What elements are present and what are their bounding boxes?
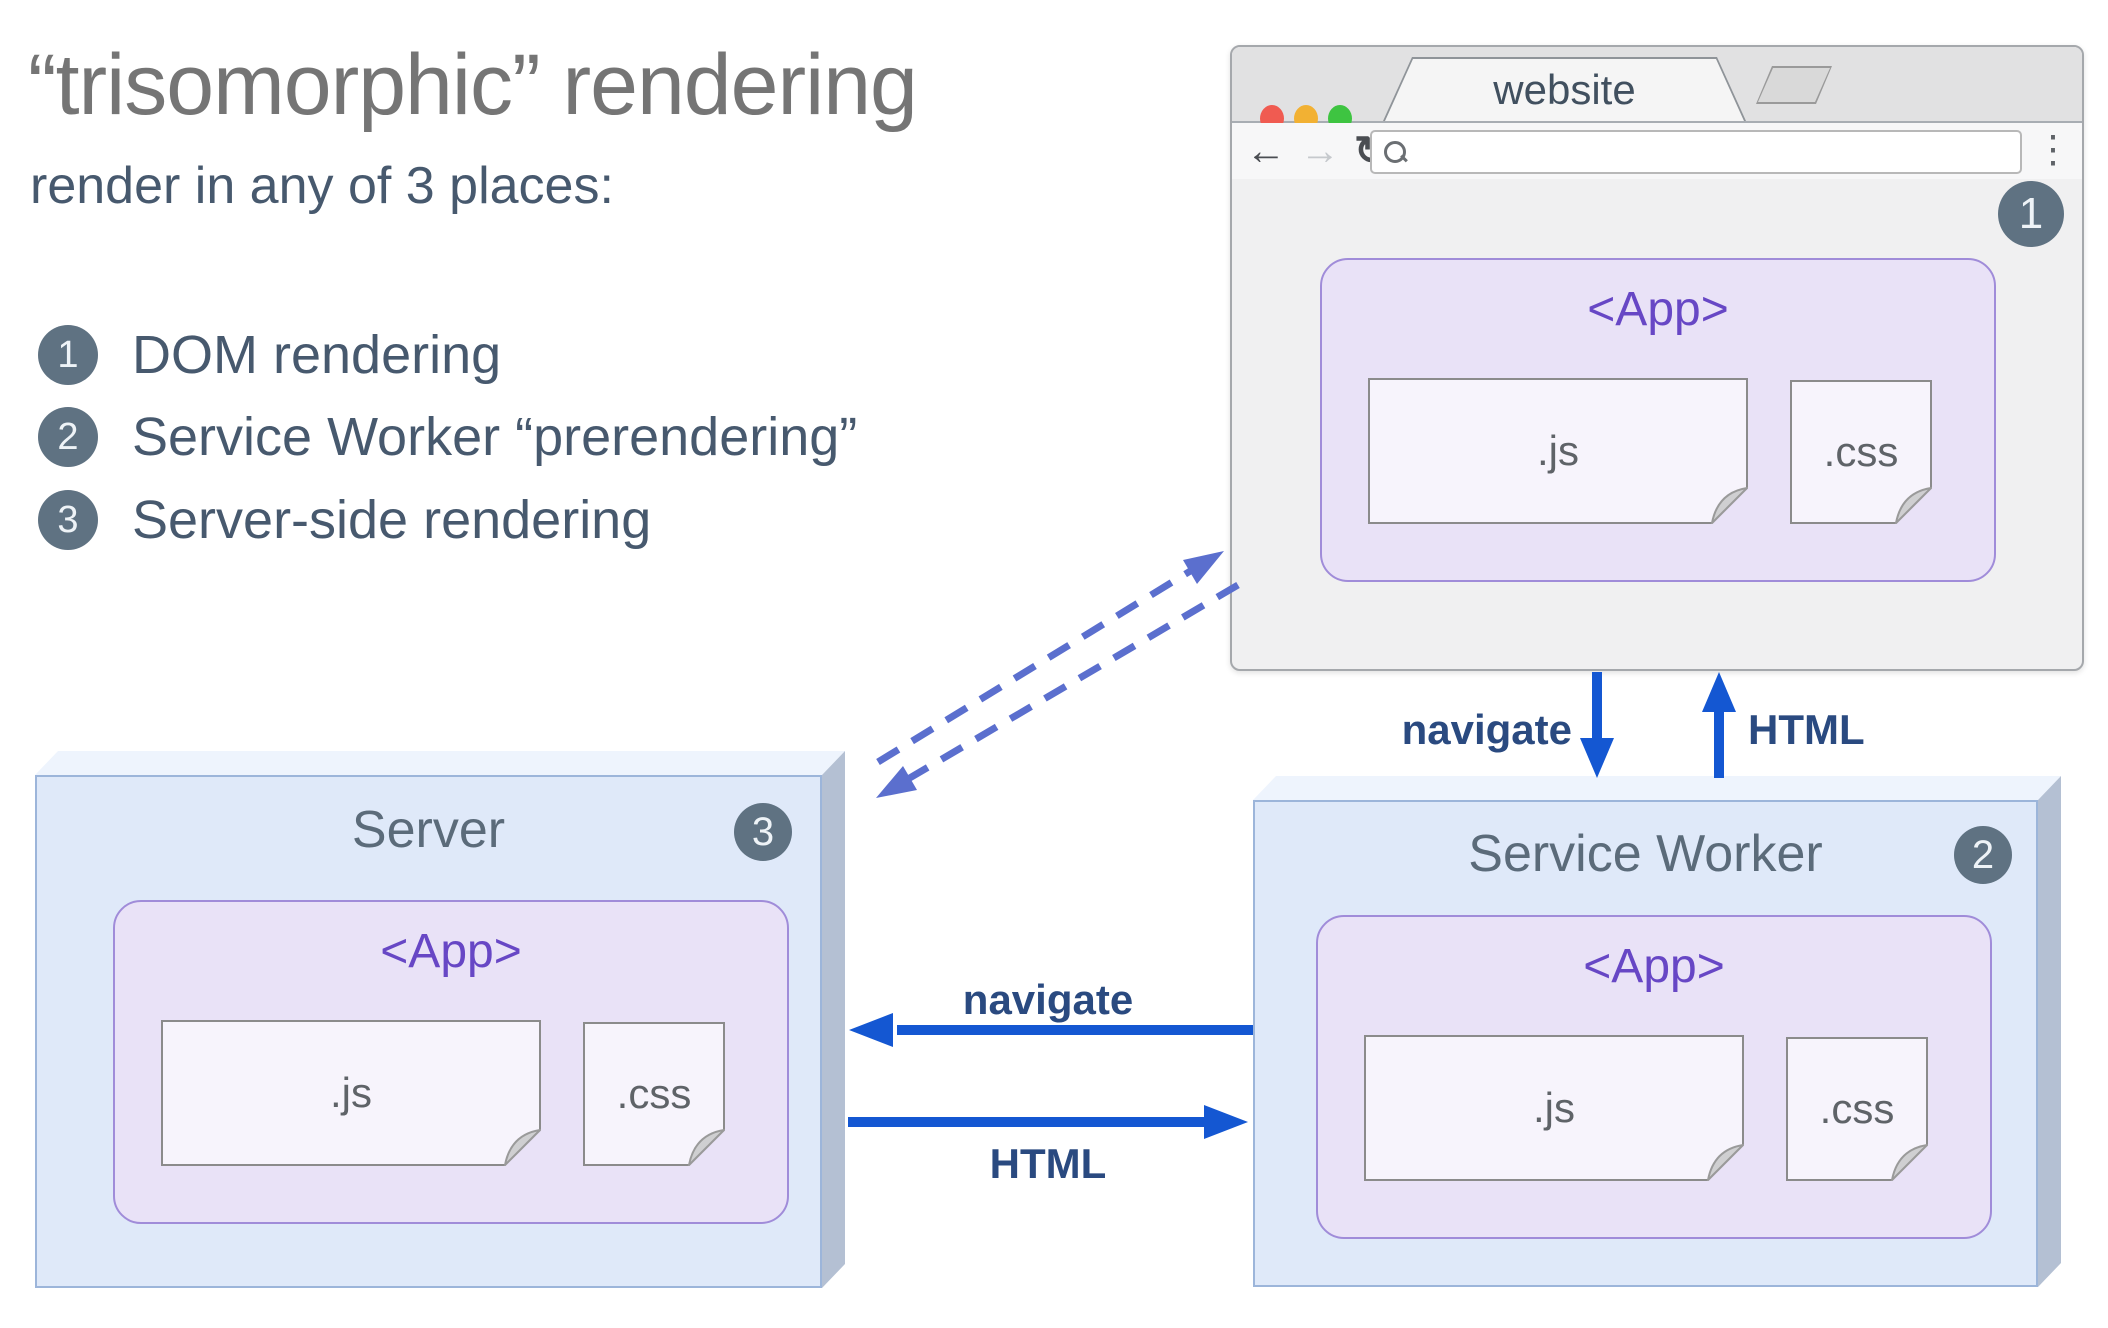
step-badge-2: 2 bbox=[1954, 826, 2012, 884]
forward-icon[interactable]: → bbox=[1300, 129, 1340, 173]
legend-label-2: Service Worker “prerendering” bbox=[132, 407, 858, 467]
css-file: .css bbox=[583, 1022, 725, 1166]
new-tab-button[interactable] bbox=[1758, 68, 1830, 102]
server-app-box: <App> .js .css bbox=[113, 900, 789, 1224]
legend-badge-1: 1 bbox=[38, 325, 98, 385]
page-title: “trisomorphic” rendering bbox=[28, 37, 918, 133]
menu-dots-icon[interactable]: ⋮ bbox=[2034, 129, 2072, 171]
server-box-top-face bbox=[35, 751, 845, 775]
legend-item-1: 1 DOM rendering bbox=[38, 325, 501, 385]
js-file: .js bbox=[1364, 1035, 1744, 1181]
file-shape-icon bbox=[161, 1020, 541, 1166]
html-up-label: HTML bbox=[1748, 706, 1865, 753]
app-title: <App> bbox=[380, 925, 522, 978]
server-title: Server bbox=[351, 801, 506, 859]
app-title: <App> bbox=[1583, 940, 1725, 993]
legend-label-3: Server-side rendering bbox=[132, 490, 652, 550]
service-worker-box-top-face bbox=[1253, 776, 2061, 800]
html-right-label: HTML bbox=[989, 1140, 1107, 1187]
dashed-arrow-to-browser bbox=[876, 551, 1224, 765]
back-icon[interactable]: ← bbox=[1246, 129, 1286, 173]
html-up-arrow bbox=[1702, 672, 1736, 778]
legend-badge-3: 3 bbox=[38, 490, 98, 550]
browser-toolbar: ← → ↻ ⋮ bbox=[1232, 123, 2082, 181]
file-shape-icon bbox=[1786, 1037, 1928, 1181]
js-file-label: .js bbox=[330, 1069, 372, 1116]
browser-titlebar: website bbox=[1232, 47, 2082, 132]
search-icon bbox=[1384, 141, 1406, 163]
step-badge-1: 1 bbox=[1998, 181, 2064, 247]
navigate-down-label: navigate bbox=[1401, 706, 1572, 753]
service-worker-box-side-face bbox=[2038, 776, 2061, 1287]
js-file: .js bbox=[161, 1020, 541, 1166]
dashed-arrow-to-server bbox=[876, 581, 1240, 798]
css-file-label: .css bbox=[1823, 428, 1899, 475]
legend-label-1: DOM rendering bbox=[132, 325, 502, 385]
server-box-side-face bbox=[822, 751, 845, 1288]
file-shape-icon bbox=[583, 1022, 725, 1166]
app-title: <App> bbox=[1587, 283, 1729, 336]
tab-website[interactable]: website bbox=[1385, 59, 1744, 121]
js-file-label: .js bbox=[1533, 1084, 1575, 1131]
subtitle: render in any of 3 places: bbox=[30, 157, 614, 215]
service-worker-app-box: <App> .js .css bbox=[1316, 915, 1992, 1239]
js-file-label: .js bbox=[1537, 427, 1579, 474]
css-file: .css bbox=[1786, 1037, 1928, 1181]
navigate-down-arrow bbox=[1580, 672, 1614, 778]
file-shape-icon bbox=[1790, 380, 1932, 524]
legend-item-3: 3 Server-side rendering bbox=[38, 490, 651, 550]
service-worker-title: Service Worker bbox=[1468, 825, 1823, 883]
legend-item-2: 2 Service Worker “prerendering” bbox=[38, 407, 857, 467]
file-shape-icon bbox=[1364, 1035, 1744, 1181]
browser-app-box: <App> .js .css bbox=[1320, 258, 1996, 582]
legend-badge-2: 2 bbox=[38, 407, 98, 467]
js-file: .js bbox=[1368, 378, 1748, 524]
css-file-label: .css bbox=[616, 1070, 692, 1117]
url-bar[interactable] bbox=[1370, 130, 2022, 174]
file-shape-icon bbox=[1368, 378, 1748, 524]
tab-title: website bbox=[1493, 66, 1636, 113]
navigate-left-label: navigate bbox=[962, 976, 1134, 1023]
step-badge-3: 3 bbox=[734, 803, 792, 861]
html-right-arrow bbox=[848, 1105, 1248, 1139]
css-file-label: .css bbox=[1819, 1085, 1895, 1132]
css-file: .css bbox=[1790, 380, 1932, 524]
